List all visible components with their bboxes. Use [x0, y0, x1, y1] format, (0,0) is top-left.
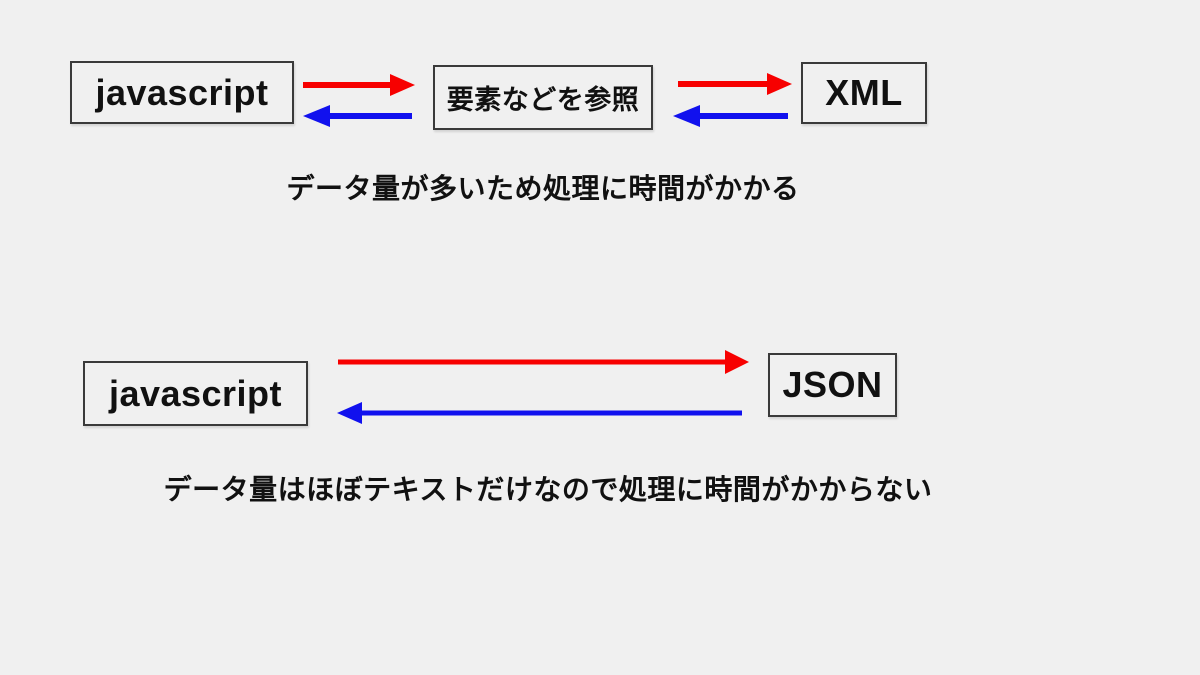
- node-javascript-top: javascript: [70, 61, 294, 124]
- node-json: JSON: [768, 353, 897, 417]
- caption-xml-flow: データ量が多いため処理に時間がかかる: [286, 173, 800, 204]
- arrow-js-to-ref-red: [303, 74, 415, 96]
- node-element-reference: 要素などを参照: [433, 65, 653, 130]
- arrow-js-to-json-red-head: [725, 350, 749, 374]
- arrow-json-to-js-blue: [337, 402, 742, 424]
- caption-json-flow: データ量はほぼテキストだけなので処理に時間がかからない: [163, 474, 933, 505]
- arrow-ref-to-xml-red: [678, 73, 792, 95]
- node-xml: XML: [801, 62, 927, 124]
- arrow-xml-to-ref-blue-head: [673, 105, 700, 127]
- arrow-xml-to-ref-blue: [673, 105, 788, 127]
- node-javascript-bottom: javascript: [83, 361, 308, 426]
- arrow-ref-to-js-blue: [303, 105, 412, 127]
- arrow-js-to-ref-red-head: [390, 74, 415, 96]
- arrow-ref-to-js-blue-head: [303, 105, 330, 127]
- arrow-json-to-js-blue-head: [337, 402, 362, 424]
- arrow-ref-to-xml-red-head: [767, 73, 792, 95]
- arrow-js-to-json-red: [338, 350, 749, 374]
